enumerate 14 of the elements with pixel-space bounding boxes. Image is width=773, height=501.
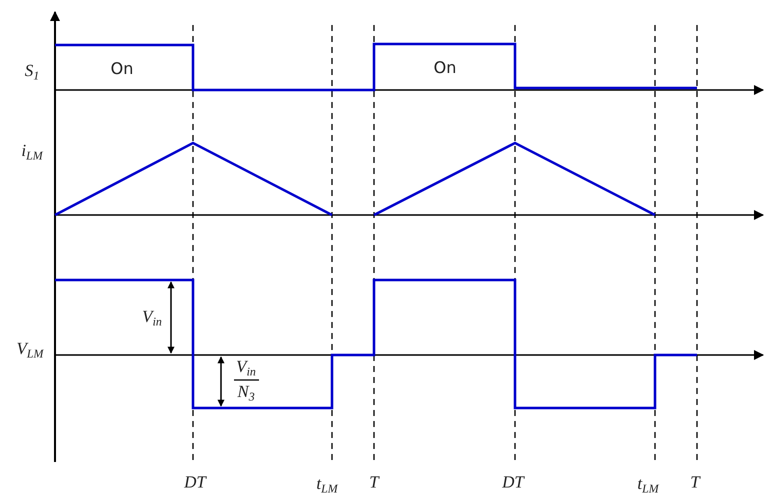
state-label: On: [434, 60, 456, 76]
math-label: V$_{in}$: [236, 358, 256, 378]
math-label: S$_{1}$: [24, 62, 40, 82]
math-label: N$_{3}$: [237, 382, 255, 404]
math-label: T: [369, 474, 379, 490]
state-label: On: [110, 61, 134, 77]
math-label: t$_{LM}$: [637, 474, 659, 496]
math-label: V$_{LM}$: [16, 340, 44, 360]
math-label: T: [690, 474, 700, 490]
math-label: i$_{LM}$: [21, 142, 43, 162]
math-label: t$_{LM}$: [316, 474, 338, 496]
math-label: V$_{in}$: [142, 308, 162, 328]
math-label: DT: [184, 474, 206, 490]
math-label: DT: [502, 474, 524, 490]
